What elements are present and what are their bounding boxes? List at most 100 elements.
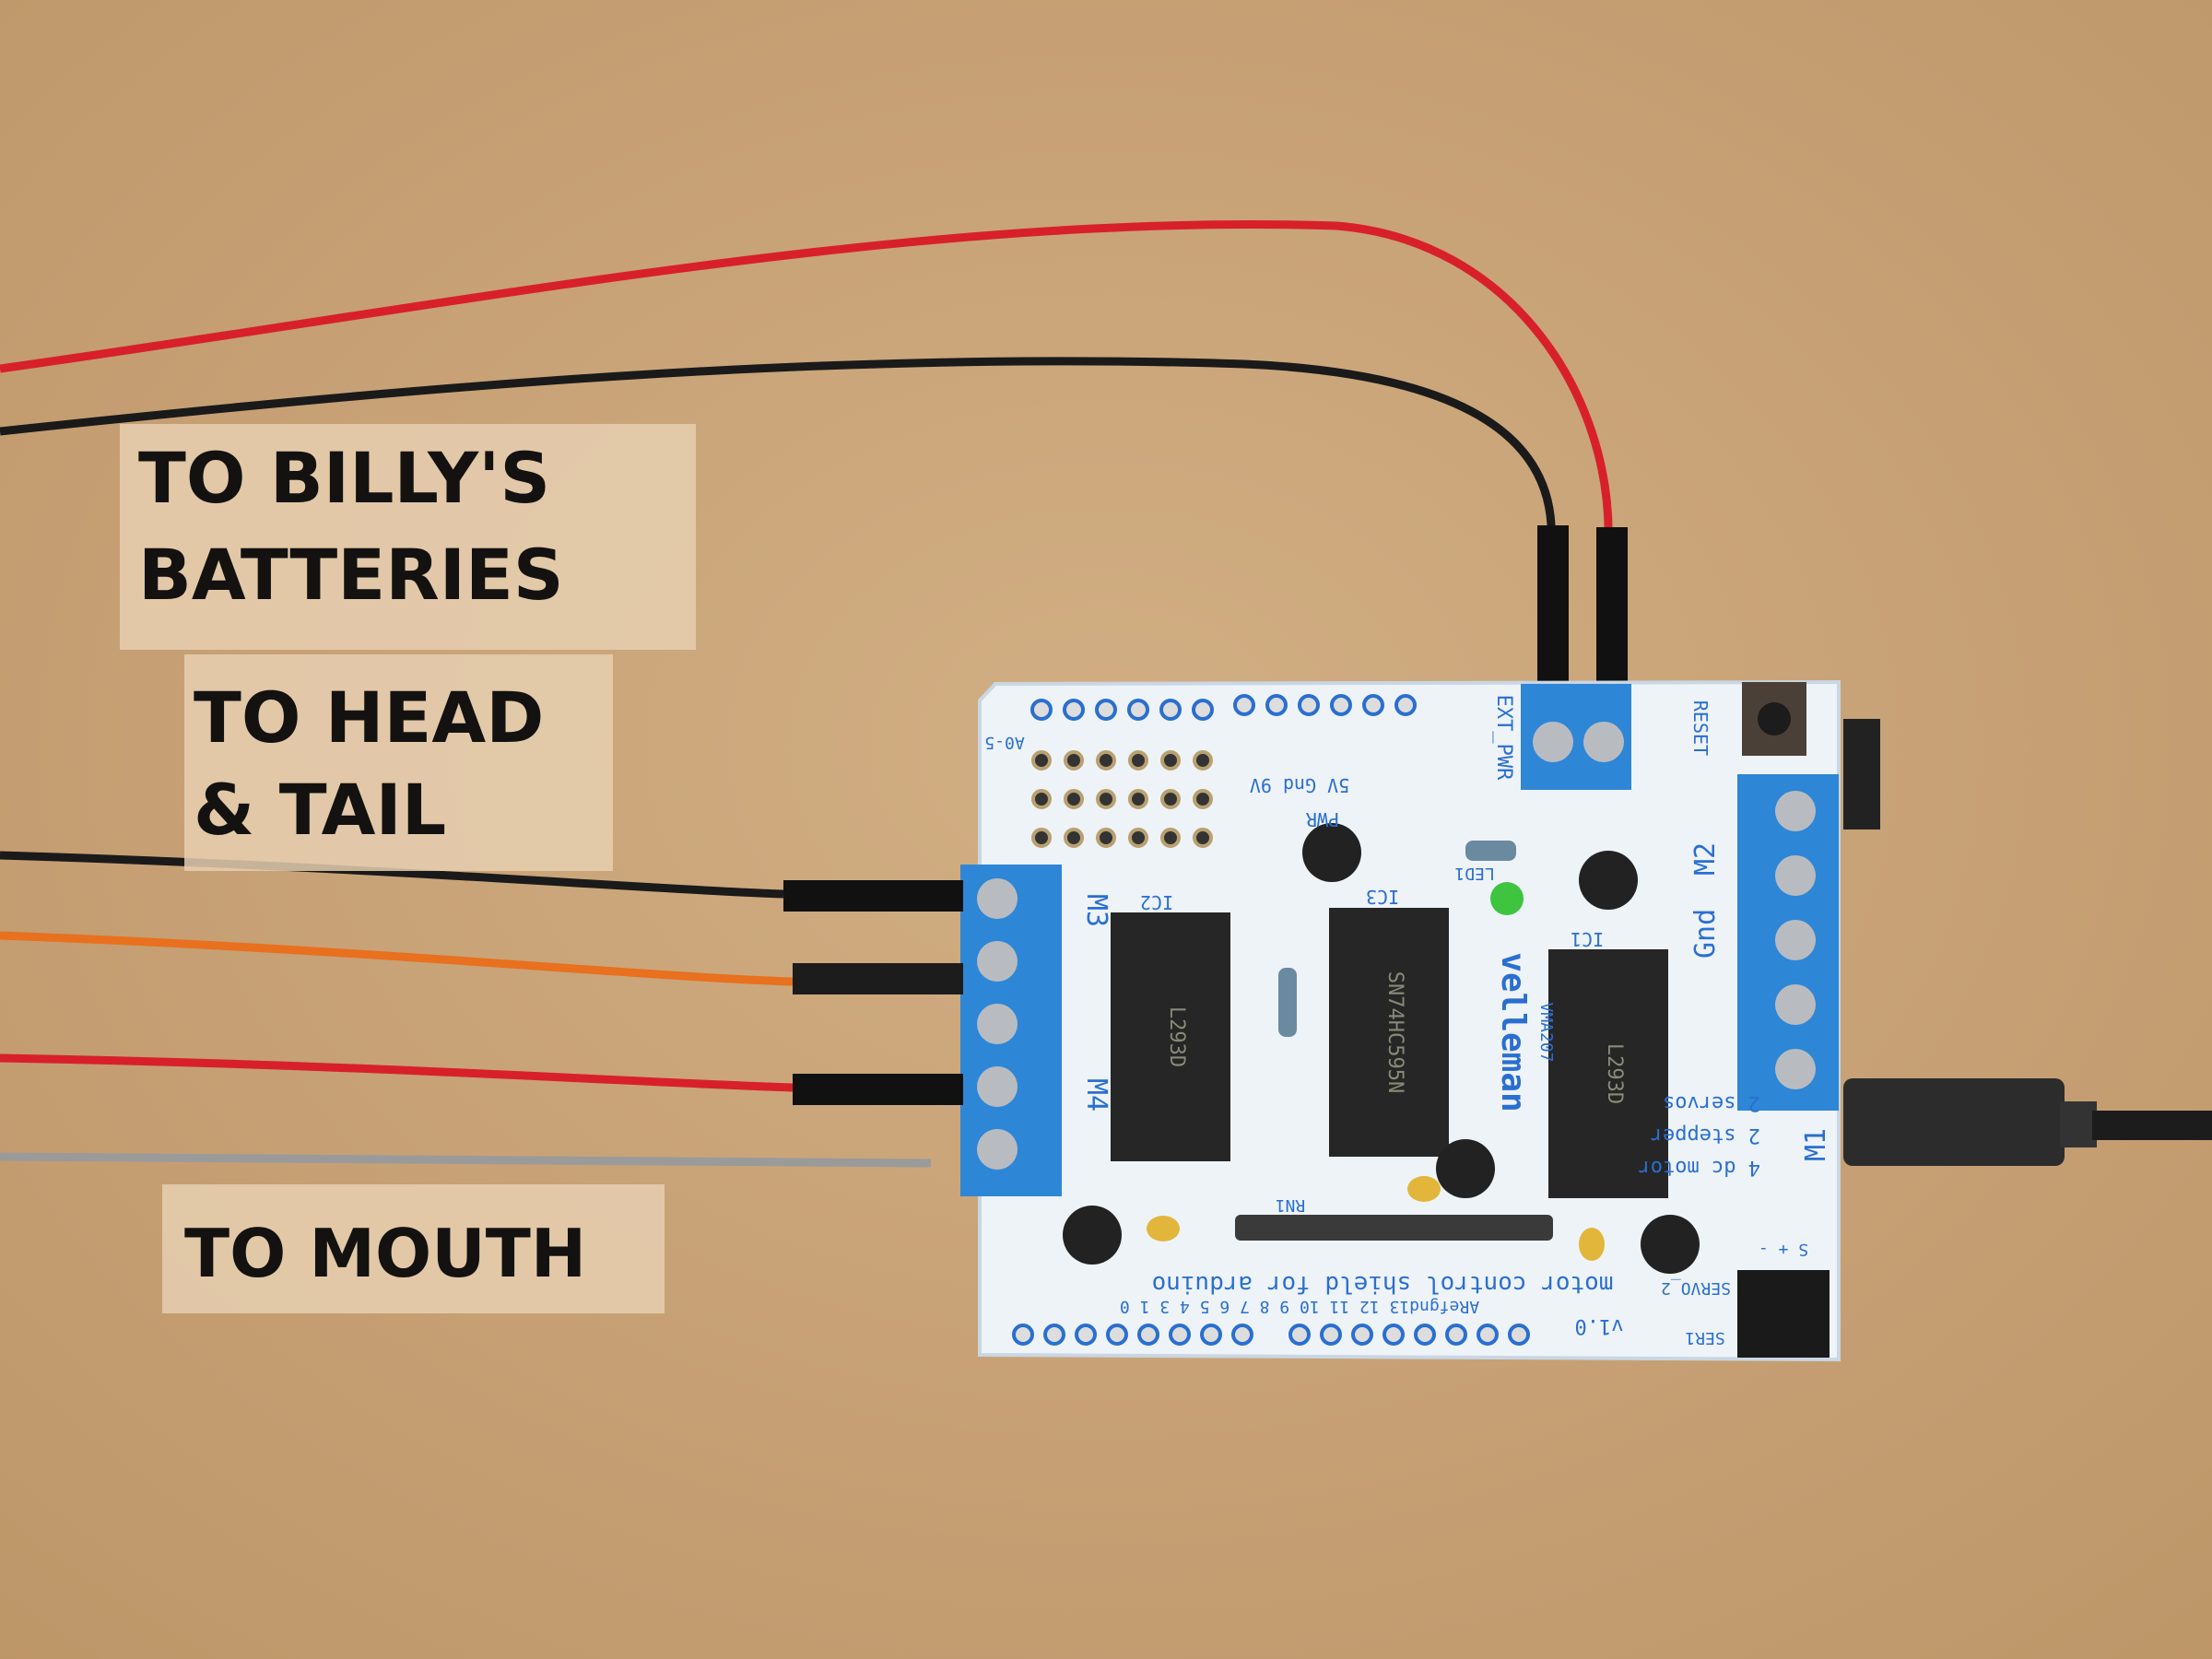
- header-pin: [1265, 694, 1288, 716]
- header-pin: [1064, 750, 1084, 771]
- servo-headers: [1737, 1270, 1830, 1358]
- header-pin: [1096, 828, 1116, 848]
- c2-capacitor: [1579, 851, 1638, 910]
- battery-black-header: [1537, 525, 1569, 687]
- header-pin: [1445, 1324, 1467, 1346]
- servo2-label: SERVO_2: [1661, 1278, 1731, 1298]
- label-mouth-text: TO MOUTH: [184, 1215, 586, 1292]
- gnd-label: Gnd: [1689, 909, 1722, 959]
- feature-dc-motor: 4 dc motor: [1639, 1156, 1760, 1179]
- led1-label: LED1: [1454, 864, 1494, 883]
- m2-label: M2: [1689, 842, 1722, 876]
- ic2-l293d-chip: [1111, 912, 1230, 1161]
- header-pin: [1031, 828, 1052, 848]
- header-pin: [1063, 699, 1085, 721]
- header-pin: [1394, 694, 1417, 716]
- digital-pin-labels: ARefgnd13 12 11 10 9 8 7 6 5 4 3 1 0: [1120, 1297, 1479, 1316]
- header-pin: [1012, 1324, 1034, 1346]
- header-pin: [1193, 750, 1213, 771]
- mouth-gray-wire: [0, 1152, 932, 1168]
- header-pin: [1508, 1324, 1530, 1346]
- ic3-label: IC3: [1366, 886, 1399, 908]
- header-pin: [1095, 699, 1117, 721]
- pwr-label: PWR: [1305, 808, 1339, 830]
- feature-servos: 2 servos: [1663, 1091, 1760, 1114]
- header-pin: [1106, 1324, 1128, 1346]
- header-pin: [1362, 694, 1384, 716]
- rn1-resistor-network: [1235, 1215, 1553, 1241]
- label-head-tail-line1: TO HEAD: [194, 677, 544, 759]
- header-pin: [1288, 1324, 1311, 1346]
- usb-cable: [2092, 1111, 2212, 1140]
- terminal-screw: [1775, 920, 1816, 960]
- battery-red-wire: [0, 220, 1613, 545]
- usb-strain-relief: [2060, 1101, 2097, 1147]
- header-pin: [1160, 828, 1181, 848]
- c5-capacitor: [1063, 1206, 1122, 1265]
- header-pin: [1075, 1324, 1097, 1346]
- header-pin: [1382, 1324, 1405, 1346]
- c1-capacitor: [1641, 1215, 1700, 1274]
- header-pin: [1351, 1324, 1373, 1346]
- label-head-tail: TO HEAD & TAIL: [184, 654, 613, 871]
- battery-black-wire: [0, 357, 1556, 545]
- reset-label: RESET: [1689, 700, 1712, 756]
- m4-label: M4: [1080, 1078, 1112, 1112]
- header-pin: [1030, 699, 1053, 721]
- header-pin: [1137, 1324, 1159, 1346]
- header-pin: [1192, 699, 1214, 721]
- terminal-screw: [977, 1066, 1018, 1107]
- header-pin: [1414, 1324, 1436, 1346]
- r2-resistor: [1278, 968, 1297, 1037]
- head-black-wire: [0, 851, 784, 899]
- ic3-chip-marking: SN74HC595N: [1383, 971, 1406, 1093]
- header-pin: [1160, 789, 1181, 809]
- analog-pins-label: A0-5: [984, 733, 1024, 752]
- header-pin: [1193, 789, 1213, 809]
- terminal-screw: [1775, 855, 1816, 896]
- m1-label: M1: [1800, 1128, 1832, 1161]
- led1-green: [1490, 882, 1524, 915]
- head-black-header: [783, 880, 963, 912]
- c8-capacitor: [1302, 823, 1361, 882]
- model-number: VMA207: [1536, 1002, 1556, 1062]
- board-title: motor control shield for arduino: [1152, 1270, 1614, 1298]
- header-pin: [1231, 1324, 1253, 1346]
- label-batteries: TO BILLY'S BATTERIES: [120, 424, 696, 650]
- header-pin: [1477, 1324, 1499, 1346]
- c3-capacitor: [1436, 1139, 1495, 1198]
- velleman-logo: velleman: [1494, 952, 1532, 1112]
- c-ceramic-capacitor: [1407, 1176, 1441, 1202]
- feature-stepper: 2 stepper: [1651, 1124, 1760, 1147]
- label-batteries-line1: TO BILLY'S: [138, 437, 550, 519]
- head-orange-wire: [0, 931, 794, 986]
- power-pins-label: 5V Gnd 9V: [1250, 774, 1349, 796]
- servo-pin-labels: S + -: [1759, 1240, 1808, 1259]
- r1-resistor: [1465, 841, 1516, 861]
- terminal-screw: [977, 878, 1018, 919]
- header-pin: [1096, 750, 1116, 771]
- c4-capacitor: [1579, 1228, 1605, 1261]
- header-pin: [1128, 750, 1148, 771]
- label-head-tail-line2: & TAIL: [194, 769, 446, 851]
- usb-plug: [1843, 1078, 2065, 1166]
- header-pin: [1043, 1324, 1065, 1346]
- header-pin: [1233, 694, 1255, 716]
- mouth-red-wire: [0, 1053, 794, 1092]
- ic1-chip-marking: L293D: [1603, 1043, 1626, 1104]
- header-pin: [1160, 750, 1181, 771]
- header-pin: [1200, 1324, 1222, 1346]
- header-pin: [1031, 789, 1052, 809]
- header-pin: [1169, 1324, 1191, 1346]
- mouth-red-header: [793, 1074, 963, 1105]
- c6-capacitor: [1147, 1216, 1180, 1241]
- ic2-label: IC2: [1140, 891, 1173, 913]
- terminal-screw: [1775, 984, 1816, 1025]
- terminal-screw: [977, 941, 1018, 982]
- m3-label: M3: [1080, 894, 1112, 927]
- terminal-screw: [1775, 1049, 1816, 1089]
- reset-button-cap: [1758, 702, 1791, 735]
- header-pin: [1128, 789, 1148, 809]
- header-pin: [1064, 789, 1084, 809]
